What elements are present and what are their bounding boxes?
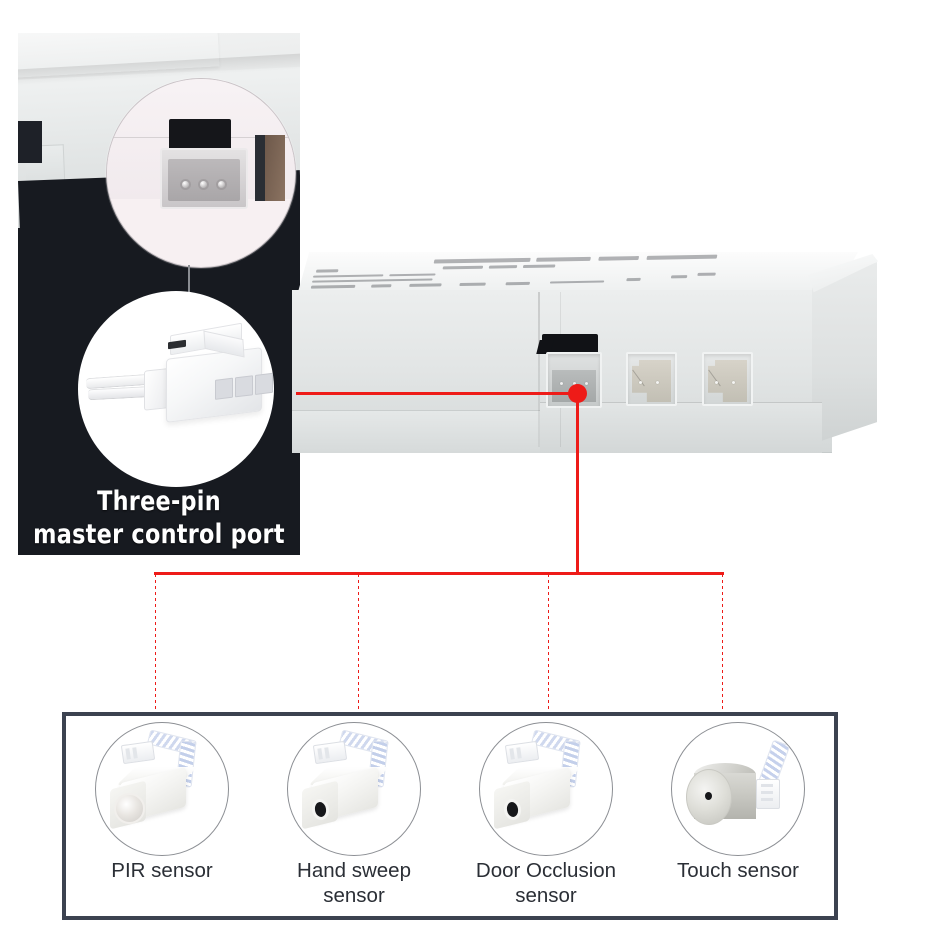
door-occlusion-sensor-image [479,722,613,856]
door-occlusion-label-line-1: Door Occlusion [475,859,617,882]
door-occlusion-sensor-label: Door Occlusion sensor [476,858,616,908]
sensor-options-panel: PIR sensor Hand sweep sensor [62,712,838,920]
output-port-2-pin-2 [732,381,735,384]
inset-caption-line-1: Three-pin [97,486,221,517]
sensor-item-hand-sweep[interactable]: Hand sweep sensor [258,716,450,916]
pir-lens-icon [114,793,145,824]
sensor-bus-line [154,572,724,575]
touch-plug-icon [756,779,780,809]
output-port-1-inner [632,360,671,402]
inset-photo-slot [18,121,42,163]
plug-slot-2 [235,375,253,398]
controller-device [292,252,878,453]
output-port-1-pin-2 [656,381,659,384]
door-occlusion-plug-icon [504,740,540,765]
three-pin-plug-body [166,347,273,423]
output-port-2-2pin[interactable] [702,352,753,406]
inset-caption: Three-pin master control port [29,485,288,551]
master-port-pin-2 [573,382,576,385]
inset-caption-line-2: master control port [33,519,285,550]
hand-sweep-label-line-1: Hand sweep [297,859,411,882]
sensor-branch-line-1 [155,574,156,713]
magnifier-inset-panel: Three-pin master control port [18,33,300,555]
touch-sensor-label: Touch sensor [677,859,799,882]
master-port-black-clip [542,334,598,358]
output-port-2-inner [708,360,747,402]
pir-sensor-image [95,722,229,856]
master-port-pin-1 [560,382,563,385]
sensor-branch-line-4 [722,574,723,713]
output-port-2-pin-1 [715,381,718,384]
sensor-item-door-occlusion[interactable]: Door Occlusion sensor [450,716,642,916]
plug-closeup-magnifier-icon [78,291,274,487]
sensor-item-touch[interactable]: Touch sensor [642,716,834,916]
magnifier-link-line [188,265,190,293]
hand-sweep-plug-icon [312,740,348,765]
callout-line-vertical [576,392,579,574]
device-lower-step-left [292,410,542,453]
hand-sweep-sensor-image [287,722,421,856]
device-printed-label [308,252,736,291]
port-pin-3 [218,181,225,188]
port-closeup-connector-inner [168,159,240,201]
master-port-pin-3 [585,382,588,385]
port-pin-1 [182,181,189,188]
plug-slot-3 [255,372,273,395]
pir-plug-icon [120,740,156,765]
device-lower-step-right [540,402,822,453]
sensor-branch-line-2 [358,574,359,713]
port-pin-2 [200,181,207,188]
hand-sweep-label-line-2: sensor [323,884,385,907]
callout-line-horizontal [296,392,578,395]
sensor-item-pir[interactable]: PIR sensor [66,716,258,916]
touch-point-icon [705,792,712,800]
touch-sensor-image [671,722,805,856]
port-closeup-connector-housing [160,148,248,209]
output-port-1-pin-1 [639,381,642,384]
pir-sensor-label: PIR sensor [111,859,213,882]
sensor-list: PIR sensor Hand sweep sensor [66,716,834,916]
sensor-branch-line-3 [548,574,549,713]
device-seam [538,292,540,447]
plug-slot-1 [215,377,233,400]
port-closeup-right-brown [265,135,285,201]
hand-sweep-sensor-label: Hand sweep sensor [297,858,411,908]
output-port-1-2pin[interactable] [626,352,677,406]
door-occlusion-label-line-2: sensor [515,884,577,907]
port-closeup-magnifier-icon [106,78,296,268]
device-top-face [298,252,858,292]
device-right-face [812,262,877,444]
